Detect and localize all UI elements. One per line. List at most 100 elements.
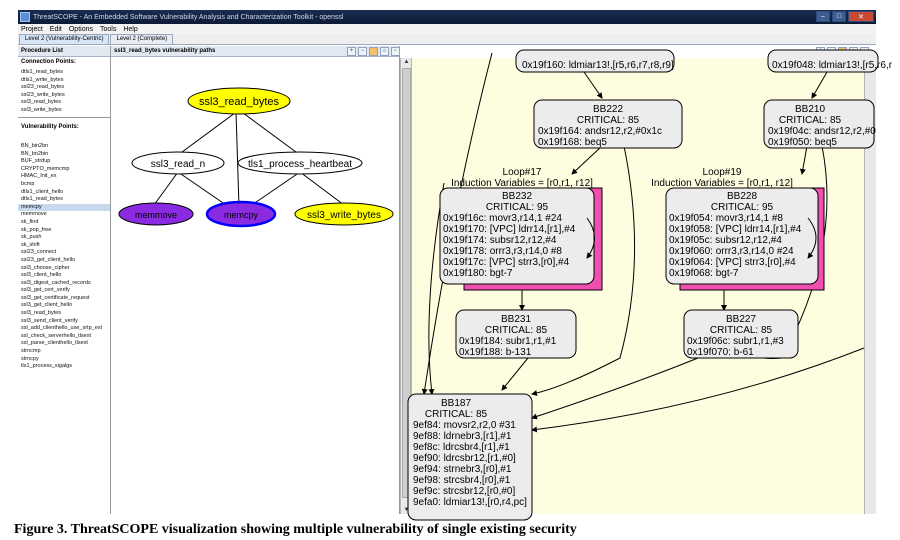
svg-text:0x19f054: movr3,r14,1 #8: 0x19f054: movr3,r14,1 #8 — [669, 213, 783, 224]
list-item[interactable]: ssl3_write_bytes — [21, 106, 62, 113]
cfg-node-top-right[interactable]: 0x19f048: ldmiar13!,[r5,r6,r — [767, 49, 893, 73]
list-item[interactable]: ssl23_write_bytes — [21, 91, 65, 98]
list-item[interactable]: ssl3_get_client_hello — [21, 302, 73, 309]
svg-text:CRITICAL: 85: CRITICAL: 85 — [779, 115, 842, 126]
list-item[interactable]: ssl_check_serverhello_tlsext — [21, 332, 92, 339]
vulnerability-paths-panel: ssl3_read_bytes vulnerability paths + − … — [111, 46, 400, 514]
svg-text:BB231: BB231 — [501, 314, 531, 325]
node-memcpy[interactable]: memcpy — [205, 200, 277, 228]
node-tls1-process-heartbeat[interactable]: tls1_process_heartbeat — [237, 151, 363, 175]
minimize-button[interactable]: – — [816, 11, 830, 22]
list-item[interactable]: ssl3_choose_cipher — [21, 264, 70, 271]
node-memmove[interactable]: memmove — [118, 202, 194, 226]
cfg-node-bb222[interactable]: BB222 CRITICAL: 85 0x19f164: andsr12,r2,… — [533, 99, 683, 149]
svg-text:BB222: BB222 — [593, 104, 623, 115]
tab-vulnerability-centric[interactable]: Level 2 (Vulnerability-Centric) — [19, 34, 110, 44]
list-item[interactable]: BN_bin2bn — [21, 143, 49, 149]
list-item[interactable]: BN_bn2bin — [21, 150, 49, 157]
svg-text:CRITICAL: 85: CRITICAL: 85 — [485, 325, 548, 336]
list-item[interactable]: memmove — [21, 211, 47, 218]
zoom-out-icon[interactable]: − — [358, 47, 367, 56]
cfg-node-bb210[interactable]: BB210 CRITICAL: 85 0x19f04c: andsr12,r2,… — [763, 99, 876, 149]
list-item[interactable]: sk_push — [21, 234, 42, 241]
cfg-node-bb231[interactable]: BB231 CRITICAL: 85 0x19f184: subr1,r1,#1… — [455, 309, 577, 359]
list-item[interactable]: ssl_add_clienthello_use_srtp_ext — [21, 325, 103, 332]
cfg-node-bb187[interactable]: BB187 CRITICAL: 85 9ef84: movsr2,r2,0 #3… — [407, 393, 533, 521]
list-item[interactable]: strncpy — [21, 355, 39, 362]
svg-text:0x19f058: [VPC] ldrr14,[r1],#4: 0x19f058: [VPC] ldrr14,[r1],#4 — [669, 224, 802, 235]
list-item[interactable]: dtls1_client_hello — [21, 188, 64, 195]
tab-bar: Level 2 (Vulnerability-Centric) Level 2 … — [18, 34, 876, 45]
svg-text:BB187: BB187 — [441, 398, 471, 409]
list-item[interactable]: ssl3_get_cert_verify — [21, 287, 70, 294]
list-item[interactable]: memcpy — [18, 203, 110, 212]
menu-tools[interactable]: Tools — [99, 25, 117, 33]
svg-text:9ef84: movsr2,r2,0 #31: 9ef84: movsr2,r2,0 #31 — [413, 420, 516, 431]
list-item[interactable]: CRYPTO_memcmp — [21, 165, 70, 172]
svg-text:CRITICAL: 85: CRITICAL: 85 — [710, 325, 773, 336]
node-ssl3-read-n[interactable]: ssl3_read_n — [131, 151, 225, 175]
export-icon[interactable] — [369, 47, 378, 56]
list-item[interactable]: ssl3_read_bytes — [21, 99, 62, 106]
list-item[interactable]: ssl23_connect — [21, 249, 57, 256]
menu-help[interactable]: Help — [123, 25, 138, 33]
list-item[interactable]: HMAC_Init_ex — [21, 173, 57, 180]
node-ssl3-write-bytes[interactable]: ssl3_write_bytes — [294, 202, 394, 226]
svg-text:Induction Variables = [r0,r1,: Induction Variables = [r0,r1, r12] — [451, 178, 593, 189]
menu-bar: Project Edit Options Tools Help — [18, 24, 876, 34]
list-item[interactable]: sk_shift — [21, 241, 40, 248]
list-item[interactable]: ssl23_read_bytes — [21, 84, 65, 91]
list-item[interactable]: tls1_process_sigalgs — [21, 363, 73, 370]
list-item[interactable]: sk_pop_free — [21, 226, 52, 233]
restore-pane-icon[interactable]: ▫ — [391, 47, 400, 56]
maximize-button[interactable]: □ — [832, 11, 846, 22]
svg-text:Induction Variables = [r0,r1,: Induction Variables = [r0,r1, r12] — [651, 178, 793, 189]
svg-text:ssl3_write_bytes: ssl3_write_bytes — [307, 210, 381, 221]
scroll-up-icon[interactable]: ▲ — [403, 59, 410, 65]
menu-project[interactable]: Project — [21, 25, 43, 33]
zoom-in-icon[interactable]: + — [347, 47, 356, 56]
call-graph: ssl3_read_bytes ssl3_read_n tls1_process… — [118, 87, 394, 228]
menu-edit[interactable]: Edit — [49, 25, 62, 33]
scroll-down-icon[interactable]: ▼ — [403, 507, 410, 513]
list-item[interactable]: BUF_strdup — [21, 158, 51, 165]
svg-text:0x19f180: bgt-7: 0x19f180: bgt-7 — [443, 268, 513, 279]
cfg-node-top-left[interactable]: 0x19f160: ldmiar13!,[r5,r6,r7,r8,r9] — [515, 49, 675, 73]
list-item[interactable]: ssl3_read_bytes — [21, 310, 62, 317]
svg-text:9ef90: ldrcsbr12,[r1,#0]: 9ef90: ldrcsbr12,[r1,#0] — [413, 453, 516, 464]
svg-text:0x19f184: subr1,r1,#1: 0x19f184: subr1,r1,#1 — [459, 336, 557, 347]
menu-options[interactable]: Options — [68, 25, 93, 33]
node-ssl3-read-bytes[interactable]: ssl3_read_bytes — [187, 87, 291, 115]
procedure-list-title: Procedure List — [18, 46, 110, 57]
list-item[interactable]: bcmp — [21, 180, 35, 187]
cfg-canvas[interactable]: 0x19f160: ldmiar13!,[r5,r6,r7,r8,r9] 0x1… — [407, 49, 893, 521]
svg-text:CRITICAL: 85: CRITICAL: 85 — [577, 115, 640, 126]
procedure-list-panel: Procedure List Connection Points: dtls1_… — [18, 46, 111, 514]
cfg-node-bb228[interactable]: BB228 CRITICAL: 95 0x19f054: movr3,r14,1… — [665, 187, 819, 285]
svg-text:BB228: BB228 — [727, 191, 757, 202]
list-item[interactable]: dtls1_read_bytes — [21, 196, 63, 203]
vulnerability-paths-title: ssl3_read_bytes vulnerability paths — [111, 46, 399, 57]
list-item[interactable]: ssl_parse_clienthello_tlsext — [21, 340, 88, 347]
list-item[interactable]: ssl23_get_client_hello — [21, 256, 76, 263]
home-icon[interactable]: ⌂ — [380, 47, 389, 56]
svg-text:9ef88: ldrnebr3,[r1],#1: 9ef88: ldrnebr3,[r1],#1 — [413, 431, 512, 442]
scroll-thumb[interactable] — [402, 68, 411, 498]
list-item[interactable]: ssl3_get_certificate_request — [21, 294, 90, 301]
list-item[interactable]: dtls1_write_bytes — [21, 76, 64, 83]
cfg-right-scrollbar[interactable] — [864, 58, 876, 514]
svg-text:0x19f188: b-131: 0x19f188: b-131 — [459, 347, 532, 358]
list-item[interactable]: ssl3_send_client_verify — [21, 317, 78, 324]
list-item[interactable]: dtls1_read_bytes — [21, 69, 63, 75]
app-icon — [20, 12, 30, 22]
tab-complete[interactable]: Level 2 (Complete) — [110, 34, 174, 44]
close-button[interactable]: ✕ — [848, 11, 874, 22]
cfg-node-bb227[interactable]: BB227 CRITICAL: 85 0x19f06c: subr1,r1,#3… — [683, 309, 799, 359]
list-item[interactable]: sk_find — [21, 218, 39, 225]
svg-text:0x19f170: [VPC] ldrr14,[r1],#4: 0x19f170: [VPC] ldrr14,[r1],#4 — [443, 224, 576, 235]
list-item[interactable]: strncmp — [21, 348, 41, 355]
list-item[interactable]: ssl3_client_hello — [21, 272, 62, 279]
list-item[interactable]: ssl3_digest_cached_records — [21, 279, 91, 286]
cfg-node-bb232[interactable]: BB232 CRITICAL: 95 0x19f16c: movr3,r14,1… — [439, 187, 595, 285]
svg-text:9ef98: strcsbr4,[r0],#1: 9ef98: strcsbr4,[r0],#1 — [413, 475, 511, 486]
